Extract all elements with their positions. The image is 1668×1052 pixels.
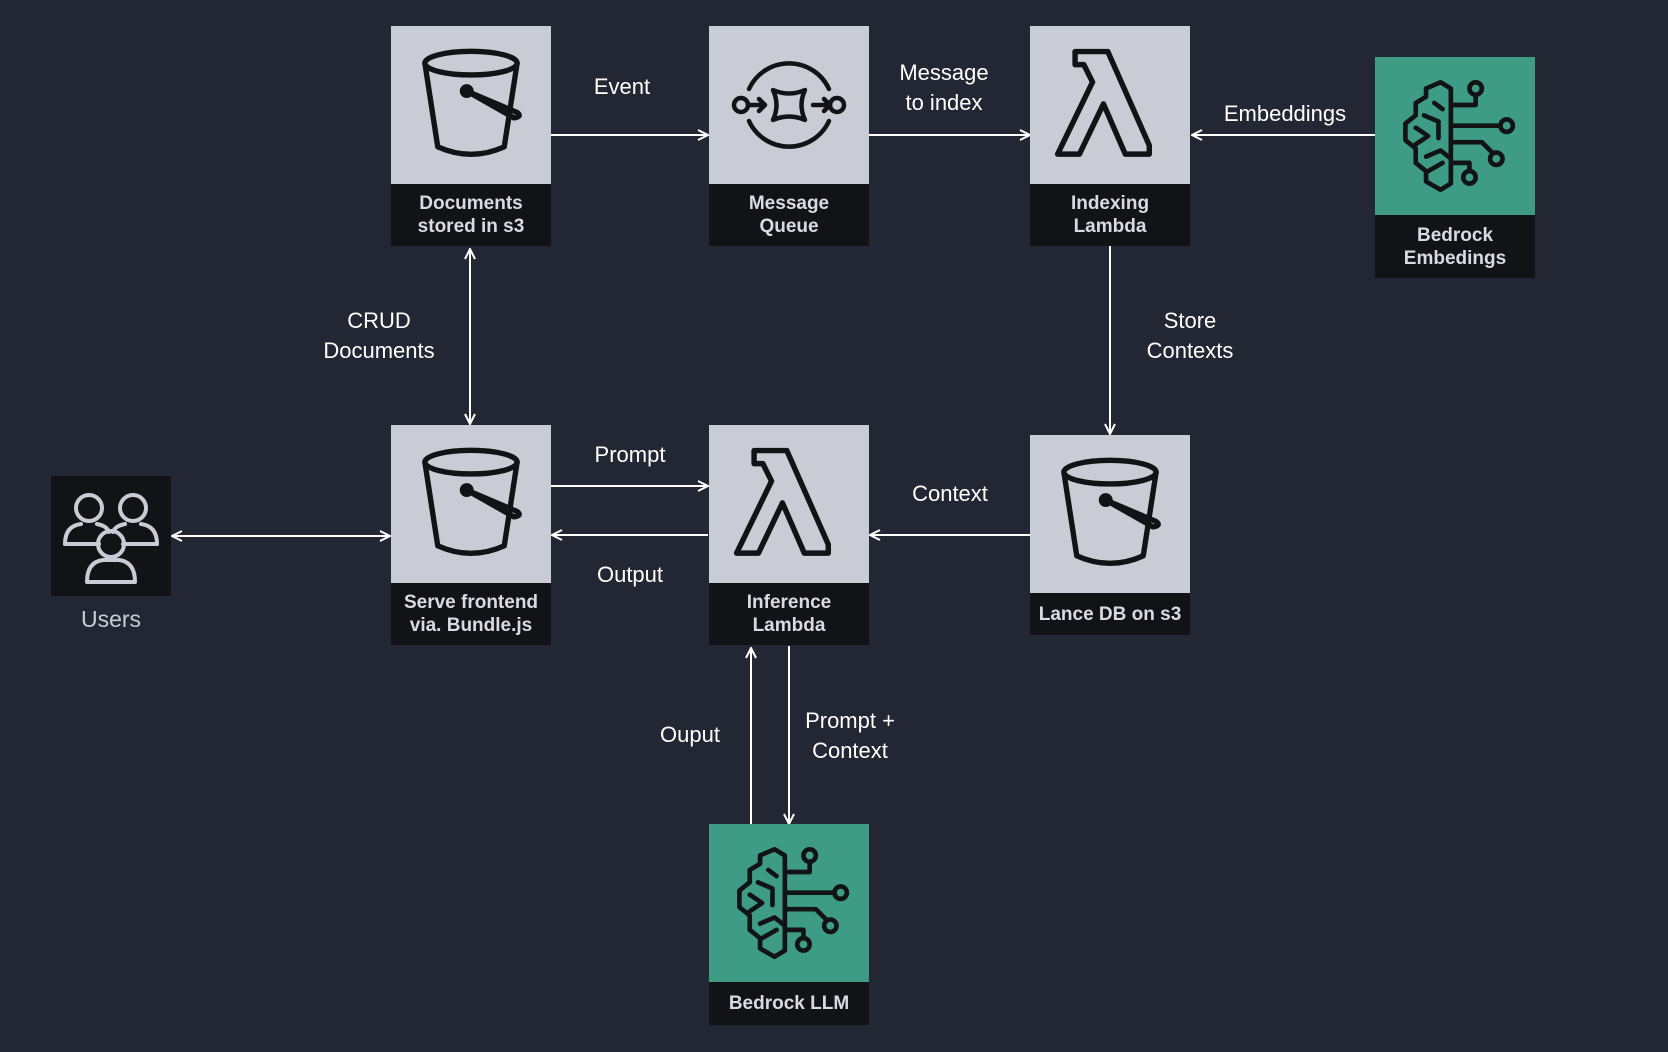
bucket-icon [422, 48, 522, 157]
node-indexing-lambda[interactable]: Indexing Lambda [1030, 26, 1190, 246]
node-docs-s3-label: Documents stored in s3 [417, 193, 525, 237]
label-message-to-index: Message to index [899, 60, 989, 115]
node-frontend-label: Serve frontend via. Bundle.js [403, 592, 539, 636]
node-docs-s3[interactable]: Documents stored in s3 [391, 26, 551, 246]
queue-icon [731, 61, 847, 149]
label-context: Context [912, 481, 988, 506]
node-bedrock-llm-label: Bedrock LLM [728, 993, 850, 1014]
label-embeddings: Embeddings [1223, 101, 1347, 126]
node-frontend[interactable]: Serve frontend via. Bundle.js [391, 425, 551, 645]
node-bedrock-embeddings[interactable]: Bedrock Embedings [1375, 57, 1535, 278]
bucket-icon [422, 447, 522, 556]
node-lance-db[interactable]: Lance DB on s3 [1030, 435, 1190, 635]
label-ouput: Ouput [660, 722, 720, 747]
brain-icon [1403, 79, 1516, 193]
node-indexing-lambda-label: Indexing Lambda [1070, 193, 1150, 237]
label-prompt: Prompt [594, 442, 666, 467]
label-event: Event [593, 74, 651, 99]
node-message-queue-label: Message Queue [748, 193, 830, 237]
lambda-icon [1055, 48, 1152, 157]
node-lance-db-label: Lance DB on s3 [1038, 603, 1182, 625]
node-bedrock-embeddings-label: Bedrock Embedings [1403, 224, 1507, 269]
node-users[interactable] [51, 476, 171, 596]
label-crud-documents: CRUD Documents [323, 308, 435, 363]
node-bedrock-llm[interactable]: Bedrock LLM [709, 824, 869, 1025]
label-store-contexts: Store Contexts [1146, 308, 1234, 363]
node-message-queue[interactable]: Message Queue [709, 26, 869, 246]
lambda-icon [734, 447, 831, 556]
bucket-icon [1061, 457, 1161, 566]
label-output: Output [596, 562, 664, 587]
node-inference-lambda[interactable]: Inference Lambda [709, 425, 869, 645]
label-prompt-context: Prompt + Context [805, 708, 895, 763]
node-users-label: Users [80, 606, 142, 632]
users-icon [63, 493, 159, 584]
brain-icon [737, 846, 850, 960]
node-inference-lambda-label: Inference Lambda [746, 592, 832, 636]
